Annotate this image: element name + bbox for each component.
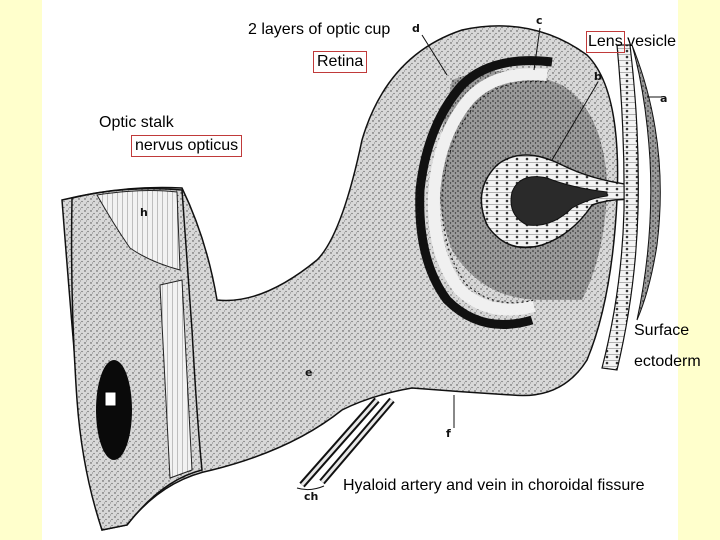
optic-cup-inner-layer: [427, 68, 548, 316]
lens-vesicle-lumen: [510, 176, 608, 226]
letter-b: b: [594, 70, 602, 83]
label-optic-cup-layers: 2 layers of optic cup: [248, 21, 391, 38]
label-retina: Retina: [313, 51, 368, 73]
label-lens-vesicle-text: Lens vesicle: [588, 33, 677, 50]
letter-ch: ch: [304, 490, 318, 503]
letter-h: h: [140, 206, 148, 219]
label-lens-word: ​: [586, 31, 625, 53]
label-nervus-opticus: nervus opticus: [131, 135, 243, 157]
optic-stalk-lumen: [96, 360, 132, 460]
leader-d: [421, 34, 448, 76]
letter-c: c: [536, 14, 543, 27]
leader-c: [533, 27, 541, 71]
bracket-ch: [296, 485, 325, 491]
optic-cup-illustration: d c b a h e f ch: [42, 0, 678, 540]
letter-d: d: [412, 22, 420, 35]
label-optic-stalk: Optic stalk: [99, 114, 174, 131]
label-surface: Surface: [634, 322, 690, 339]
surface-ectoderm: [601, 44, 639, 371]
letter-a: a: [660, 92, 667, 105]
stalk-wall-band: [96, 190, 181, 271]
label-ectoderm: ectoderm: [634, 353, 701, 370]
letter-f: f: [446, 427, 451, 440]
label-hyaloid: Hyaloid artery and vein in choroidal fis…: [343, 477, 645, 494]
ectoderm-crescent: [631, 44, 661, 321]
label-lens-vesicle: ​: [586, 31, 625, 53]
lumen-marker: [104, 391, 117, 407]
hyaloid-vessel-1-core: [300, 399, 379, 486]
hyaloid-vessel-2-core: [320, 399, 394, 483]
leader-b: [551, 81, 599, 161]
optic-cup-outer-layer: [415, 56, 553, 329]
optic-cup-inner-layer-edge: [441, 80, 548, 304]
stalk-lower-wall: [159, 279, 193, 479]
eye-development-drawing: d c b a h e f ch: [61, 14, 667, 531]
letter-e: e: [305, 366, 312, 379]
